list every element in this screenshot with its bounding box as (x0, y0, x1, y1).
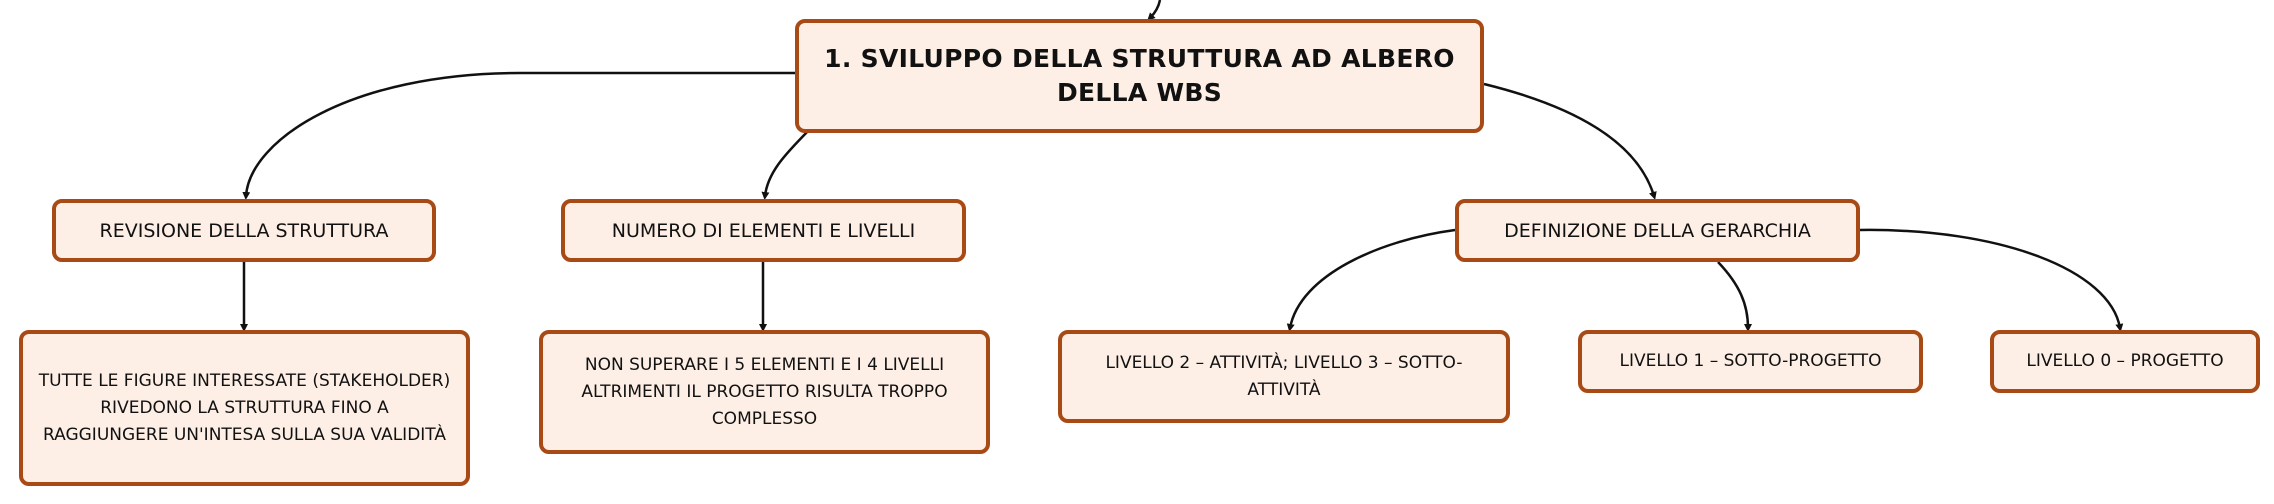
node-livello-0[interactable]: LIVELLO 0 – PROGETTO (1990, 330, 2260, 393)
connector-definizione-to-livello-0 (1859, 228, 2124, 332)
connector-definizione-to-livello-2 (1286, 228, 1456, 332)
node-stakeholder-review[interactable]: TUTTE LE FIGURE INTERESSATE (STAKEHOLDER… (19, 330, 470, 486)
node-livello-2-3[interactable]: LIVELLO 2 – ATTIVITÀ; LIVELLO 3 – SOTTO-… (1058, 330, 1510, 423)
connector-definizione-to-livello-1 (1717, 261, 1752, 332)
node-livello-1[interactable]: LIVELLO 1 – SOTTO-PROGETTO (1578, 330, 1923, 393)
node-revisione-della-struttura[interactable]: REVISIONE DELLA STRUTTURA (52, 199, 436, 262)
node-limite-elementi-livelli[interactable]: NON SUPERARE I 5 ELEMENTI E I 4 LIVELLI … (539, 330, 990, 454)
root-node[interactable]: 1. SVILUPPO DELLA STRUTTURA AD ALBERO DE… (795, 19, 1484, 133)
node-numero-di-elementi-e-livelli[interactable]: NUMERO DI ELEMENTI E LIVELLI (561, 199, 966, 262)
connector-incoming-root (1147, 0, 1162, 21)
node-livello-2-3-label: LIVELLO 2 – ATTIVITÀ; LIVELLO 3 – SOTTO-… (1105, 352, 1463, 400)
node-stakeholder-review-label: TUTTE LE FIGURE INTERESSATE (STAKEHOLDER… (38, 370, 451, 445)
node-numero-di-elementi-e-livelli-label: NUMERO DI ELEMENTI E LIVELLI (611, 219, 916, 242)
node-revisione-della-struttura-label: REVISIONE DELLA STRUTTURA (99, 219, 389, 242)
connector-root-to-numero (761, 130, 809, 200)
root-node-label: 1. SVILUPPO DELLA STRUTTURA AD ALBERO DE… (824, 44, 1455, 107)
node-definizione-della-gerarchia[interactable]: DEFINIZIONE DELLA GERARCHIA (1455, 199, 1860, 262)
node-livello-0-label: LIVELLO 0 – PROGETTO (2026, 351, 2224, 371)
node-livello-1-label: LIVELLO 1 – SOTTO-PROGETTO (1619, 351, 1882, 371)
node-definizione-della-gerarchia-label: DEFINIZIONE DELLA GERARCHIA (1504, 219, 1811, 242)
node-limite-elementi-livelli-label: NON SUPERARE I 5 ELEMENTI E I 4 LIVELLI … (581, 354, 948, 429)
connector-root-to-revisione (242, 71, 795, 200)
connector-root-to-definizione (1483, 82, 1657, 200)
